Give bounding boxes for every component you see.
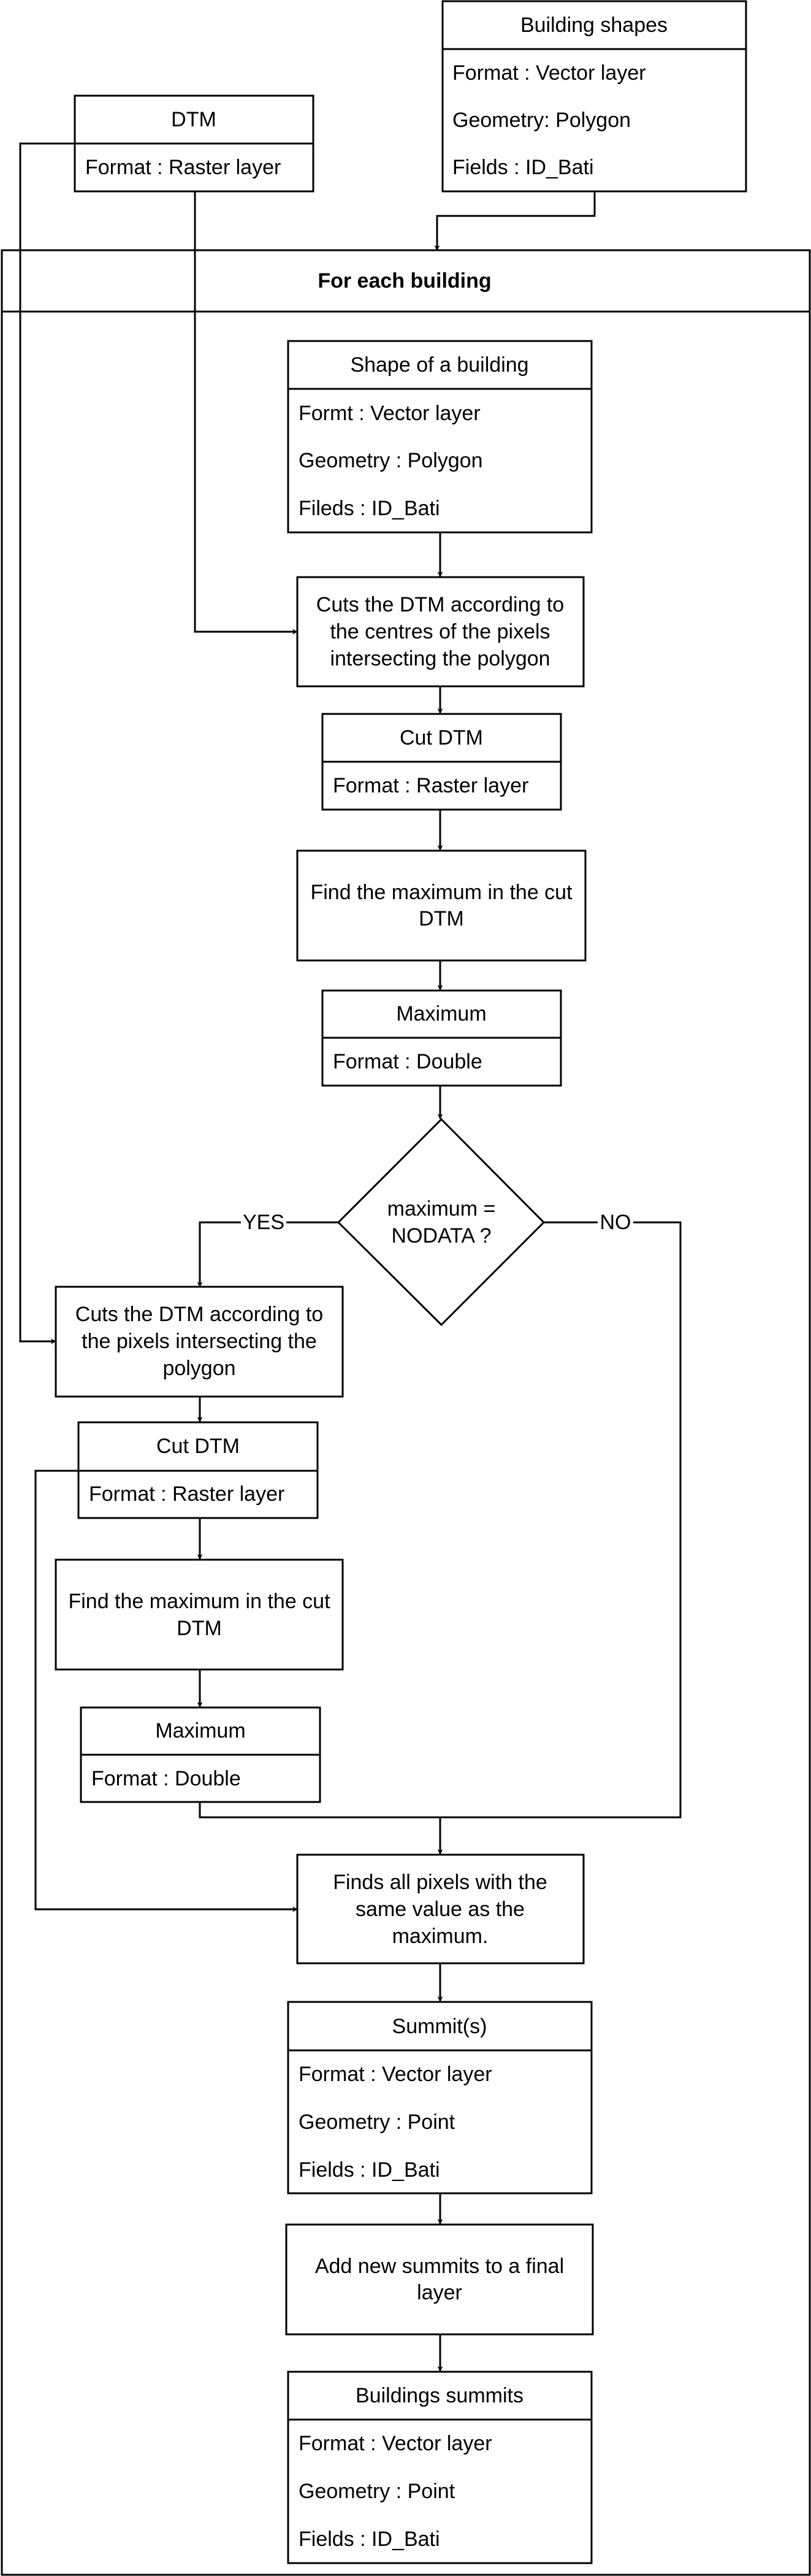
node-field: Format : Raster layer bbox=[333, 774, 528, 797]
arrow-building-shapes-to-loop bbox=[434, 191, 596, 251]
node-field: Format : Vector layer bbox=[299, 2432, 492, 2455]
node-title: Shape of a building bbox=[350, 353, 528, 377]
node-title: Cut DTM bbox=[400, 726, 483, 749]
process-line: polygon bbox=[162, 1357, 235, 1380]
node-title: DTM bbox=[171, 108, 216, 131]
node-title: Cut DTM bbox=[156, 1435, 240, 1458]
node-field: Fields : ID_Bati bbox=[299, 2528, 440, 2551]
node-title: Building shapes bbox=[520, 13, 668, 37]
process-line: the pixels intersecting the bbox=[82, 1330, 317, 1353]
node-field: Fields : ID_Bati bbox=[452, 156, 594, 179]
node-field: Formt : Vector layer bbox=[299, 402, 481, 425]
cut-dtm-pixels-process[interactable]: Cuts the DTM according to the pixels int… bbox=[55, 1286, 344, 1398]
process-line: Finds all pixels with the bbox=[333, 1871, 547, 1894]
node-field: Format : Raster layer bbox=[89, 1482, 284, 1506]
add-summits-process[interactable]: Add new summits to a final layer bbox=[285, 2223, 594, 2336]
cut-dtm-2-node[interactable]: Cut DTM Format : Raster layer bbox=[77, 1421, 319, 1519]
process-line: intersecting the polygon bbox=[330, 647, 550, 670]
shape-of-building-node[interactable]: Shape of a building Formt : Vector layer… bbox=[287, 340, 593, 534]
process-line: the centres of the pixels bbox=[330, 620, 550, 643]
find-max-1-process[interactable]: Find the maximum in the cut DTM bbox=[296, 849, 587, 962]
find-pixels-process[interactable]: Finds all pixels with the same value as … bbox=[296, 1853, 585, 1965]
process-line: maximum. bbox=[392, 1925, 489, 1948]
no-label: NO bbox=[600, 1211, 631, 1234]
maximum-1-node[interactable]: Maximum Format : Double bbox=[321, 989, 562, 1087]
process-line: DTM bbox=[419, 907, 464, 930]
arrow-cut-dtm-2-to-find-pixels bbox=[34, 1470, 298, 1912]
node-field: Format : Raster layer bbox=[85, 156, 281, 179]
find-max-2-process[interactable]: Find the maximum in the cut DTM bbox=[55, 1558, 344, 1671]
arrow-dtm-to-cut-centres bbox=[194, 191, 298, 635]
node-field: Format : Double bbox=[333, 1050, 482, 1073]
process-line: same value as the bbox=[356, 1898, 525, 1921]
decision-line: maximum = bbox=[387, 1197, 496, 1221]
decision-line: NODATA ? bbox=[391, 1224, 491, 1248]
cut-dtm-1-node[interactable]: Cut DTM Format : Raster layer bbox=[321, 713, 562, 811]
dtm-node[interactable]: DTM Format : Raster layer bbox=[74, 94, 314, 193]
cut-dtm-centres-process[interactable]: Cuts the DTM according to the centres of… bbox=[296, 576, 585, 688]
arrow-decision-yes bbox=[197, 1221, 338, 1287]
process-line: Find the maximum in the cut bbox=[310, 881, 573, 904]
process-line: Cuts the DTM according to bbox=[316, 593, 564, 616]
node-field: Geometry : Point bbox=[299, 2110, 455, 2134]
arrow-maximum-2-to-find-pixels bbox=[199, 1802, 443, 1855]
container-title: For each building bbox=[318, 269, 491, 293]
node-field: Geometry : Point bbox=[299, 2480, 455, 2503]
summits-node[interactable]: Summit(s) Format : Vector layer Geometry… bbox=[287, 2001, 593, 2195]
building-shapes-node[interactable]: Building shapes Format : Vector layer Ge… bbox=[441, 0, 747, 193]
node-field: Geometry : Polygon bbox=[299, 449, 482, 472]
process-line: Find the maximum in the cut bbox=[68, 1590, 330, 1613]
yes-label: YES bbox=[243, 1211, 284, 1234]
node-field: Format : Double bbox=[91, 1767, 241, 1790]
node-title: Maximum bbox=[396, 1002, 486, 1025]
arrow-dtm-to-cut-pixels bbox=[19, 142, 75, 1344]
process-line: DTM bbox=[177, 1617, 222, 1640]
node-field: Geometry: Polygon bbox=[452, 109, 631, 132]
node-field: Format : Vector layer bbox=[452, 61, 646, 85]
node-title: Summit(s) bbox=[392, 2015, 487, 2038]
node-field: Format : Vector layer bbox=[299, 2063, 492, 2086]
nodata-decision[interactable]: maximum = NODATA ? YES NO bbox=[241, 1117, 633, 1327]
node-field: Fileds : ID_Bati bbox=[299, 497, 440, 520]
process-line: Cuts the DTM according to bbox=[75, 1303, 323, 1326]
process-line: Add new summits to a final bbox=[315, 2255, 564, 2278]
node-title: Buildings summits bbox=[356, 2384, 524, 2407]
process-line: layer bbox=[417, 2281, 462, 2304]
node-field: Fields : ID_Bati bbox=[299, 2158, 440, 2182]
node-title: Maximum bbox=[155, 1719, 245, 1742]
buildings-summits-node[interactable]: Buildings summits Format : Vector layer … bbox=[287, 2371, 593, 2564]
maximum-2-node[interactable]: Maximum Format : Double bbox=[80, 1706, 321, 1803]
